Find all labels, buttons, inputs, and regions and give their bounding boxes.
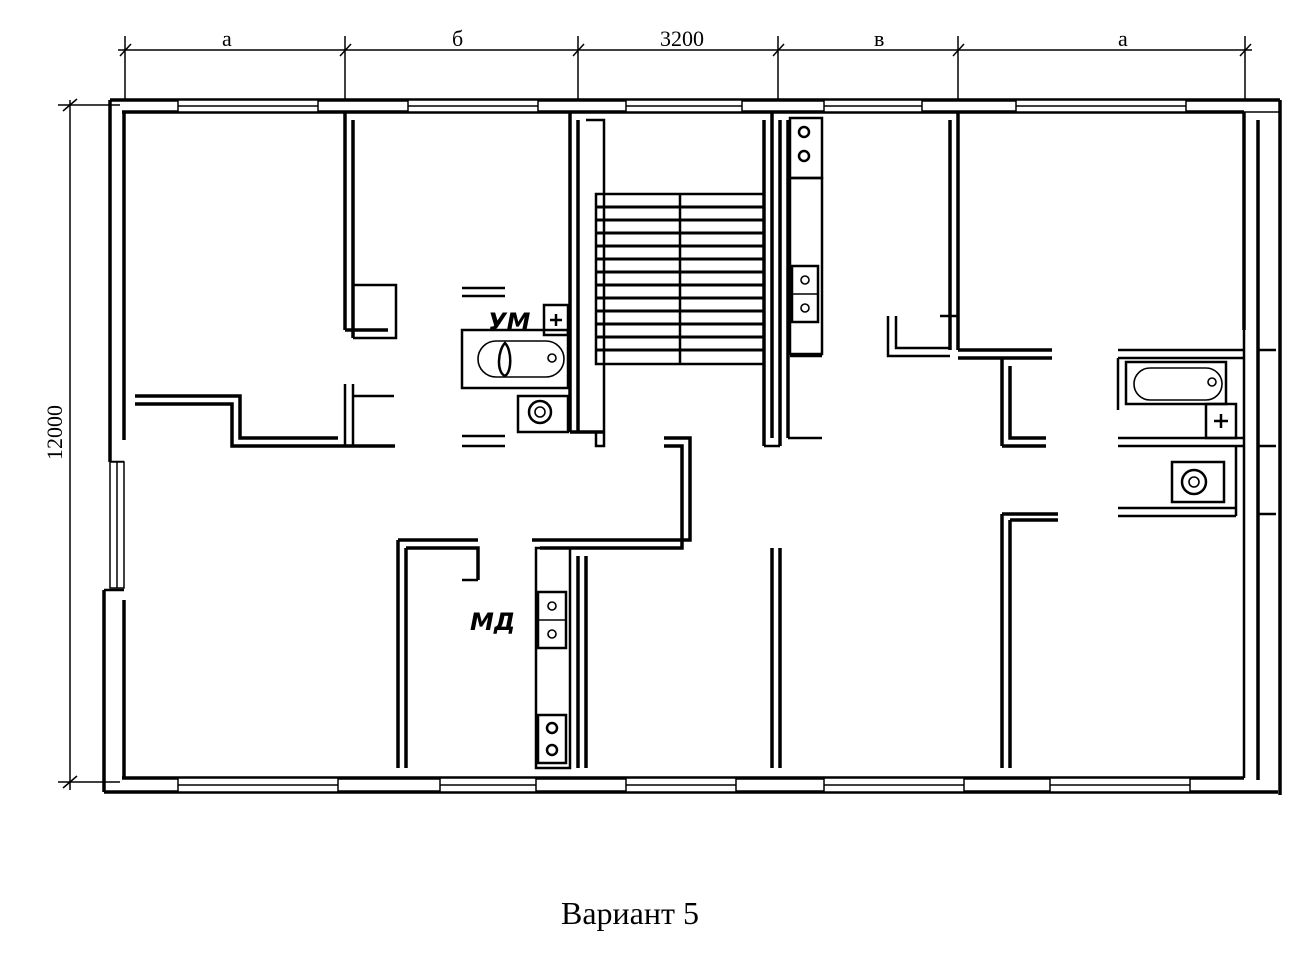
window-left <box>109 461 125 589</box>
staircase <box>594 192 766 366</box>
windows-bottom <box>177 777 1191 793</box>
dim-label-12000: 12000 <box>42 405 67 460</box>
dim-label-a-left: а <box>222 26 232 51</box>
interior-walls-left <box>135 112 505 768</box>
dim-label-b: б <box>452 26 463 51</box>
bathroom-block-right <box>1116 330 1276 778</box>
top-dimension-line <box>118 36 1252 100</box>
dim-label-a-right: а <box>1118 26 1128 51</box>
bathroom-block-left: УМ <box>460 112 606 448</box>
central-wall-right <box>762 112 824 768</box>
dim-label-3200: 3200 <box>660 26 704 51</box>
figure-caption: Вариант 5 <box>561 895 699 931</box>
dim-label-v: в <box>874 26 884 51</box>
windows-top <box>177 99 1187 113</box>
interior-walls-right <box>886 112 1058 768</box>
kitchen-label: МД <box>470 608 515 636</box>
bathroom-label: УМ <box>488 308 531 336</box>
kitchen-unit-left: МД <box>470 436 692 770</box>
